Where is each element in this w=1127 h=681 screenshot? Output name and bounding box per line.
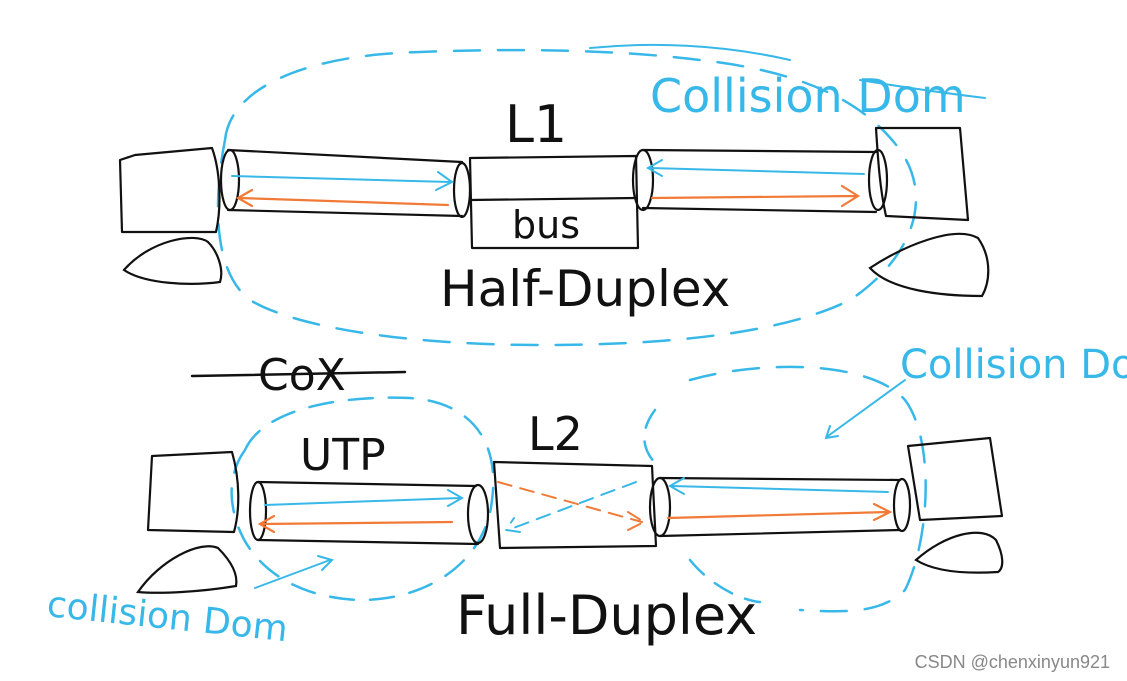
collision-domain-outline-bottom-right — [688, 365, 927, 613]
collision-domain-outline-top — [216, 48, 918, 347]
computer-right-top — [868, 126, 990, 298]
signal-arrow-orange-top-right — [650, 184, 861, 208]
layer2-label: L2 — [528, 407, 583, 461]
signal-arrow-blue-top-right — [645, 159, 865, 177]
cable-right-top — [631, 148, 889, 214]
full-duplex-label: Full-Duplex — [456, 584, 757, 647]
cable-left-top — [219, 148, 472, 219]
strikethrough-line — [190, 370, 407, 378]
signal-arrow-blue-top-left — [231, 171, 454, 191]
collision-domain-scribble-top — [589, 43, 986, 99]
watermark: CSDN @chenxinyun921 — [915, 652, 1110, 672]
collision-domain-label-bottom-left: collision Dom — [45, 584, 290, 650]
signal-arrow-orange-bottom-left — [257, 514, 454, 534]
collision-domain-outline-bottom-left — [230, 396, 495, 602]
switch-crossing-blue — [504, 481, 637, 533]
signal-arrow-blue-bottom-right — [667, 477, 889, 495]
half-duplex-diagram: L1 bus Half-Duplex Collision Dom — [118, 43, 990, 347]
cable-right-bottom — [648, 476, 912, 538]
bus-device — [468, 154, 640, 250]
signal-arrow-orange-top-left — [235, 188, 450, 208]
collision-pointer-left — [254, 555, 334, 589]
computer-left-bottom — [136, 450, 240, 594]
cable-left-bottom — [248, 480, 490, 546]
collision-pointer-right — [824, 379, 906, 440]
full-duplex-diagram: CoX — [45, 342, 1127, 650]
computer-left-top — [118, 146, 223, 285]
half-duplex-label: Half-Duplex — [440, 260, 730, 318]
bus-label: bus — [512, 203, 580, 247]
computer-right-bottom — [906, 436, 1004, 574]
collision-domain-label-bottom-right: Collision Do — [900, 342, 1127, 388]
signal-arrow-orange-bottom-right — [666, 502, 893, 522]
collision-domain-outline-bottom-mid — [643, 408, 762, 604]
signal-arrow-blue-bottom-left — [264, 489, 465, 507]
switch-device — [492, 460, 658, 550]
collision-domain-label-top: Collision Dom — [650, 69, 966, 123]
cable-type-label: UTP — [300, 430, 386, 481]
switch-crossing-orange — [497, 481, 647, 531]
layer1-label: L1 — [505, 95, 567, 155]
